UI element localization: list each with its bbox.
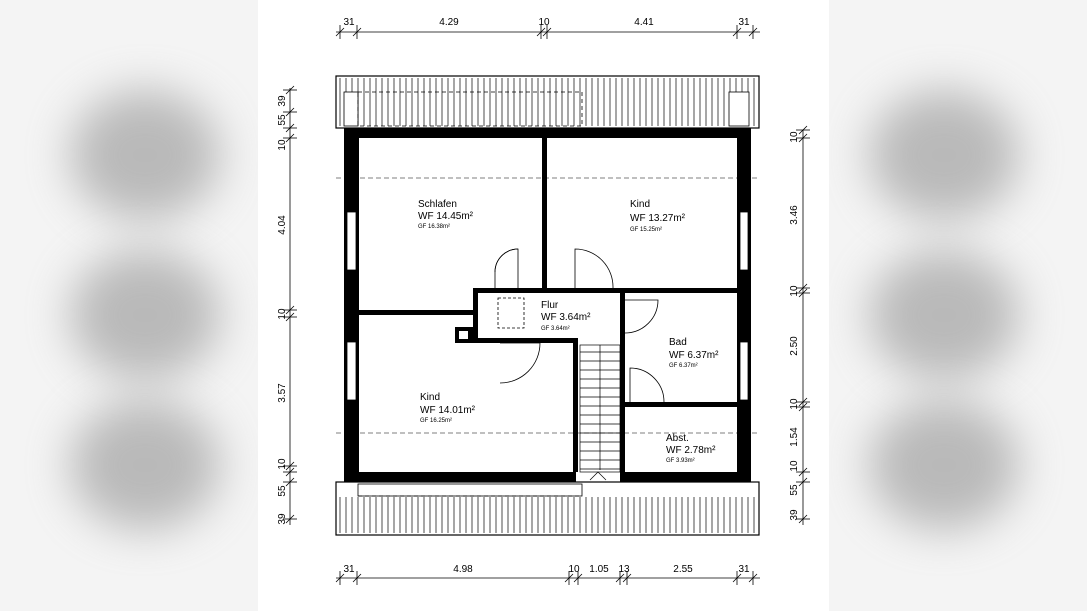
- room-living-area: WF 6.37m²: [669, 350, 719, 361]
- dim-left-label: 10: [277, 139, 288, 151]
- dim-left-label: 55: [277, 114, 288, 126]
- room-kind-bottom: Kind WF 14.01m² GF 16.25m²: [420, 392, 476, 424]
- staircase: [579, 344, 621, 481]
- room-kind-top: Kind WF 13.27m² GF 15.25m²: [630, 199, 686, 233]
- dim-top-label: 31: [738, 17, 750, 28]
- dimension-right: [796, 125, 810, 525]
- room-name: Schlafen: [418, 199, 457, 210]
- dim-bottom-label: 2.55: [673, 564, 693, 575]
- room-name: Kind: [630, 199, 650, 210]
- dim-top-label: 4.41: [634, 17, 654, 28]
- dimension-top: [335, 25, 760, 39]
- room-gross-area: GF 16.25m²: [420, 418, 452, 424]
- right-blurred-background: [829, 0, 1087, 611]
- dim-left-label: 55: [277, 485, 288, 497]
- room-gross-area: GF 6.37m²: [669, 363, 698, 369]
- room-schlafen: Schlafen WF 14.45m² GF 16.38m²: [418, 199, 474, 230]
- dim-right-label: 10: [789, 131, 800, 143]
- room-gross-area: GF 16.38m²: [418, 224, 450, 230]
- dim-right-label: 2.50: [789, 336, 800, 356]
- left-blurred-background: [0, 0, 258, 611]
- dim-left-label: 10: [277, 458, 288, 470]
- doors: [494, 248, 665, 403]
- dim-bottom-label: 13: [618, 564, 630, 575]
- dim-top-label: 4.29: [439, 17, 459, 28]
- dim-bottom-label: 31: [343, 564, 355, 575]
- room-living-area: WF 3.64m²: [541, 312, 591, 323]
- windows: [346, 211, 749, 401]
- dim-right-label: 3.46: [789, 205, 800, 225]
- dim-right-label: 10: [789, 398, 800, 410]
- room-living-area: WF 14.01m²: [420, 405, 476, 416]
- room-name: Bad: [669, 337, 687, 348]
- dim-right-label: 1.54: [789, 427, 800, 447]
- room-living-area: WF 2.78m²: [666, 445, 716, 456]
- room-gross-area: GF 3.64m²: [541, 326, 570, 332]
- dimension-bottom: [335, 571, 760, 585]
- room-name: Kind: [420, 392, 440, 403]
- dim-top-label: 10: [538, 17, 550, 28]
- roof-hatch-top: [335, 75, 760, 129]
- roof-hatch-bottom: [335, 481, 760, 536]
- dim-bottom-label: 10: [568, 564, 580, 575]
- room-flur: Flur WF 3.64m² GF 3.64m²: [541, 300, 591, 332]
- room-gross-area: GF 15.25m²: [630, 227, 662, 233]
- dim-bottom-label: 4.98: [453, 564, 473, 575]
- knee-wall-lines: [336, 177, 760, 434]
- dim-right-label: 10: [789, 285, 800, 297]
- dim-left-label: 39: [277, 95, 288, 107]
- dim-left-label: 10: [277, 308, 288, 320]
- room-name: Flur: [541, 300, 559, 311]
- dim-right-label: 55: [789, 484, 800, 496]
- dim-right-label: 10: [789, 460, 800, 472]
- room-name: Abst.: [666, 433, 689, 444]
- dim-right-label: 39: [789, 509, 800, 521]
- room-living-area: WF 14.45m²: [418, 211, 474, 222]
- dim-bottom-label: 1.05: [589, 564, 609, 575]
- dim-left-label: 4.04: [277, 215, 288, 235]
- dim-top-label: 31: [343, 17, 355, 28]
- room-gross-area: GF 3.93m²: [666, 458, 695, 464]
- room-abst: Abst. WF 2.78m² GF 3.93m²: [666, 433, 716, 464]
- dim-left-label: 3.57: [277, 383, 288, 403]
- room-bad: Bad WF 6.37m² GF 6.37m²: [669, 337, 719, 369]
- dimension-left: [283, 85, 297, 525]
- dim-left-label: 39: [277, 513, 288, 525]
- room-living-area: WF 13.27m²: [630, 213, 686, 224]
- dim-bottom-label: 31: [738, 564, 750, 575]
